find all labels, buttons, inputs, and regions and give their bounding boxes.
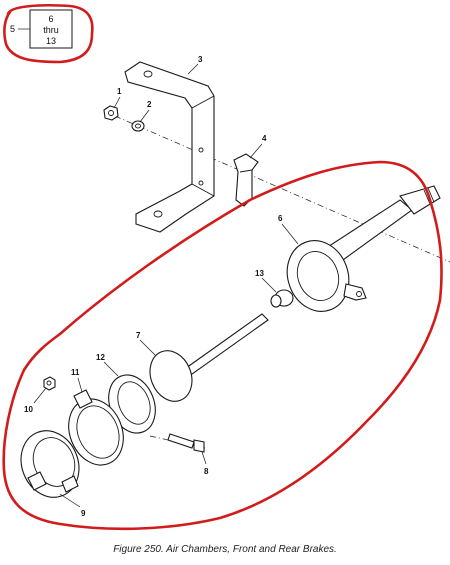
callout-10: 10	[24, 405, 33, 414]
bolt-part-8	[167, 433, 205, 453]
callout-labels: 1 2 3 4 6 7 8 9 10 11 12 13	[24, 55, 283, 518]
callout-13: 13	[255, 269, 264, 278]
highlight-assembly-outline	[2, 160, 443, 531]
legend-line-1: 6	[48, 14, 53, 24]
callout-4: 4	[262, 134, 267, 143]
axis-line-top	[114, 115, 450, 263]
housing-part-6	[286, 240, 367, 312]
callout-7: 7	[136, 331, 141, 340]
diaphragm-part-7	[149, 313, 269, 402]
callout-1: 1	[117, 87, 122, 96]
callout-11: 11	[71, 368, 80, 377]
figure-caption: Figure 250. Air Chambers, Front and Rear…	[113, 544, 337, 555]
nut-part-10	[43, 376, 56, 391]
bushing-part-13	[270, 289, 294, 308]
callout-2: 2	[147, 100, 152, 109]
callout-3: 3	[198, 55, 203, 64]
callout-6: 6	[278, 214, 283, 223]
bracket-part	[124, 61, 215, 233]
washer-part-2	[131, 120, 145, 132]
callout-12: 12	[96, 353, 105, 362]
band-clamp-part-11	[68, 389, 124, 466]
nut-part-1	[103, 105, 119, 121]
legend-group: 5 6 thru 13	[10, 9, 73, 49]
leader-lines	[33, 63, 299, 508]
legend-line-3: 13	[46, 36, 56, 46]
callout-9: 9	[81, 509, 86, 518]
highlight-legend-circle	[3, 3, 94, 64]
legend-line-2: thru	[43, 25, 59, 35]
callout-8: 8	[204, 467, 209, 476]
legend-ref: 5	[10, 24, 15, 34]
